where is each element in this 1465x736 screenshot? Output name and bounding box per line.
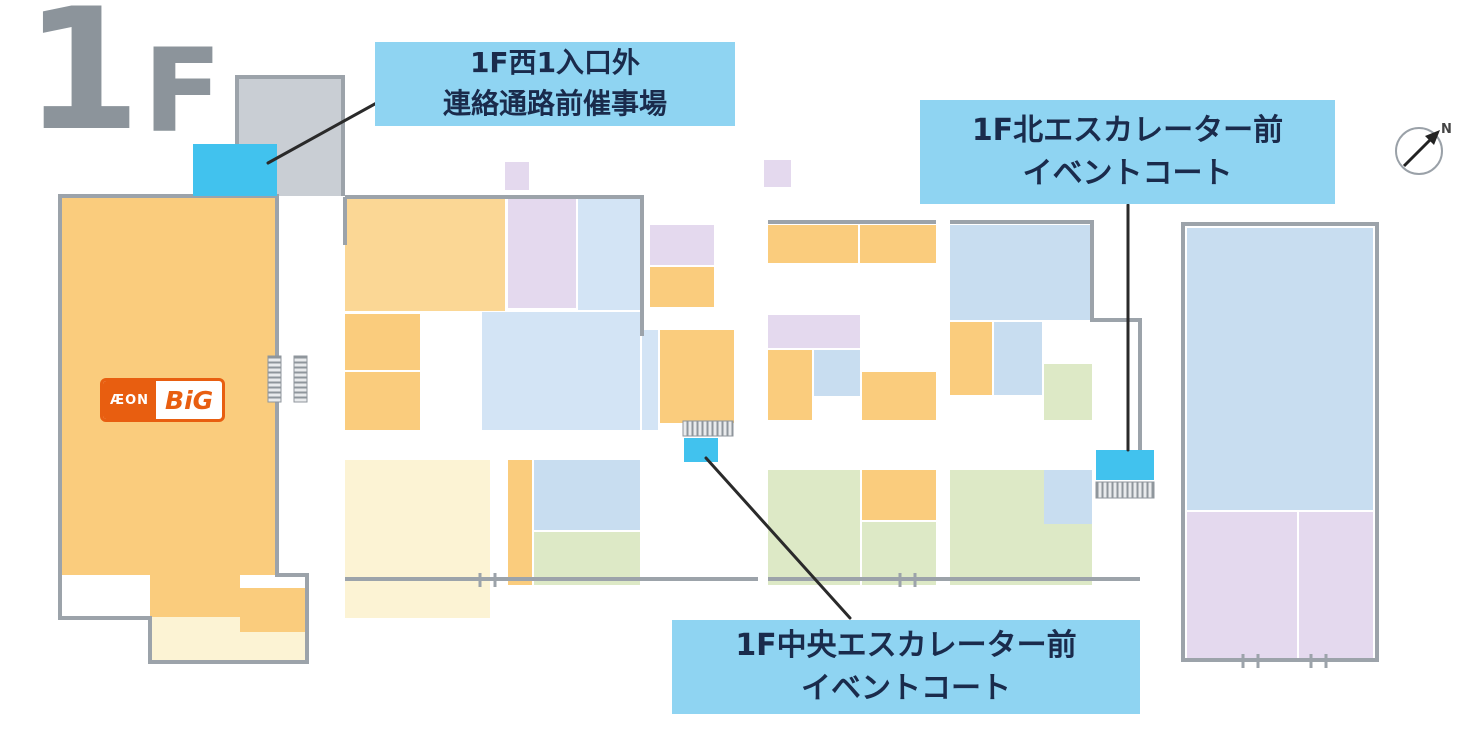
shop-block [994, 322, 1042, 395]
escalator-icon [293, 355, 308, 403]
floor-label: 1 F [24, 0, 222, 168]
escalator-icon [682, 420, 734, 437]
left-wing-blocks [60, 75, 343, 662]
compass-n-label: N [1441, 122, 1452, 137]
event-spot-west-entrance [193, 144, 277, 196]
event-spots [193, 144, 1154, 480]
escalators [267, 355, 1155, 499]
east-wing-blocks [1187, 228, 1373, 658]
shop-block [650, 267, 714, 307]
shop-block [578, 197, 640, 310]
shop-block [1299, 512, 1373, 658]
shop-block [862, 470, 936, 520]
callout-central-escalator: 1F中央エスカレーター前 イベントコート [672, 620, 1140, 714]
shop-block [240, 588, 306, 632]
callout-line: 1F西1入口外 [469, 46, 641, 80]
shop-block [534, 460, 640, 530]
shop-block [482, 312, 640, 430]
callout-line: イベントコート [801, 671, 1011, 706]
wall-outline [58, 194, 309, 664]
shop-block [764, 160, 791, 187]
callout-line: 連絡通路前催事場 [442, 87, 667, 120]
wall-outline [235, 75, 345, 196]
leader-lines [266, 98, 1130, 620]
floor-letter: F [142, 24, 222, 160]
callout-north-escalator: 1F北エスカレーター前 イベントコート [920, 100, 1335, 204]
shop-block [768, 470, 860, 585]
leader-line-west-entrance [266, 98, 384, 165]
shop-block [862, 372, 936, 420]
shop-block [768, 315, 860, 348]
shop-block [860, 225, 936, 263]
shop-block [1044, 470, 1092, 524]
wall-outline [950, 220, 1142, 456]
wall-outline [1181, 222, 1379, 662]
shop-block [505, 162, 529, 190]
compass-needle [1402, 137, 1433, 168]
callout-west-entrance: 1F西1入口外 連絡通路前催事場 [375, 42, 735, 126]
event-spot-north-escalator [1096, 450, 1154, 480]
shop-block [650, 225, 714, 265]
center-corridor-blocks [642, 160, 791, 430]
shop-block [508, 197, 576, 308]
shop-block [345, 197, 505, 311]
central-blocks [345, 162, 640, 618]
shop-block [508, 460, 532, 585]
shop-block [345, 460, 490, 618]
big-logo-text: BiG [165, 385, 214, 415]
shop-block [534, 532, 640, 585]
center-right-blocks [768, 225, 936, 585]
shop-block [950, 225, 1092, 320]
wall-outline [345, 195, 644, 336]
shop-block [1044, 364, 1092, 420]
floor-number: 1 [24, 0, 141, 168]
callout-line: 1F中央エスカレーター前 [735, 627, 1077, 663]
callout-line: 1F北エスカレーター前 [971, 112, 1284, 148]
shop-block [768, 225, 858, 263]
shop-block [345, 372, 420, 430]
wall-outlines [58, 75, 1379, 668]
compass-icon: N [1395, 122, 1452, 175]
shop-block [1187, 228, 1373, 510]
shop-block [814, 350, 860, 396]
leader-line-central-escalator [704, 456, 852, 620]
callout-line: イベントコート [1022, 156, 1233, 191]
shop-block [1187, 512, 1297, 658]
right-cluster-blocks [950, 225, 1092, 585]
shop-block [345, 314, 420, 370]
aeon-logo-text: ÆON [103, 381, 157, 419]
shop-block [642, 330, 658, 430]
event-spot-central-escalator [684, 438, 718, 462]
escalator-icon [267, 355, 282, 403]
aeon-big-logo: ÆON BiG [100, 378, 226, 422]
shop-block [150, 575, 240, 617]
shop-block [768, 350, 812, 420]
shop-block [950, 322, 992, 395]
compass-arrowhead [1425, 130, 1440, 145]
shop-block [660, 330, 734, 423]
escalator-icon [1095, 481, 1155, 499]
